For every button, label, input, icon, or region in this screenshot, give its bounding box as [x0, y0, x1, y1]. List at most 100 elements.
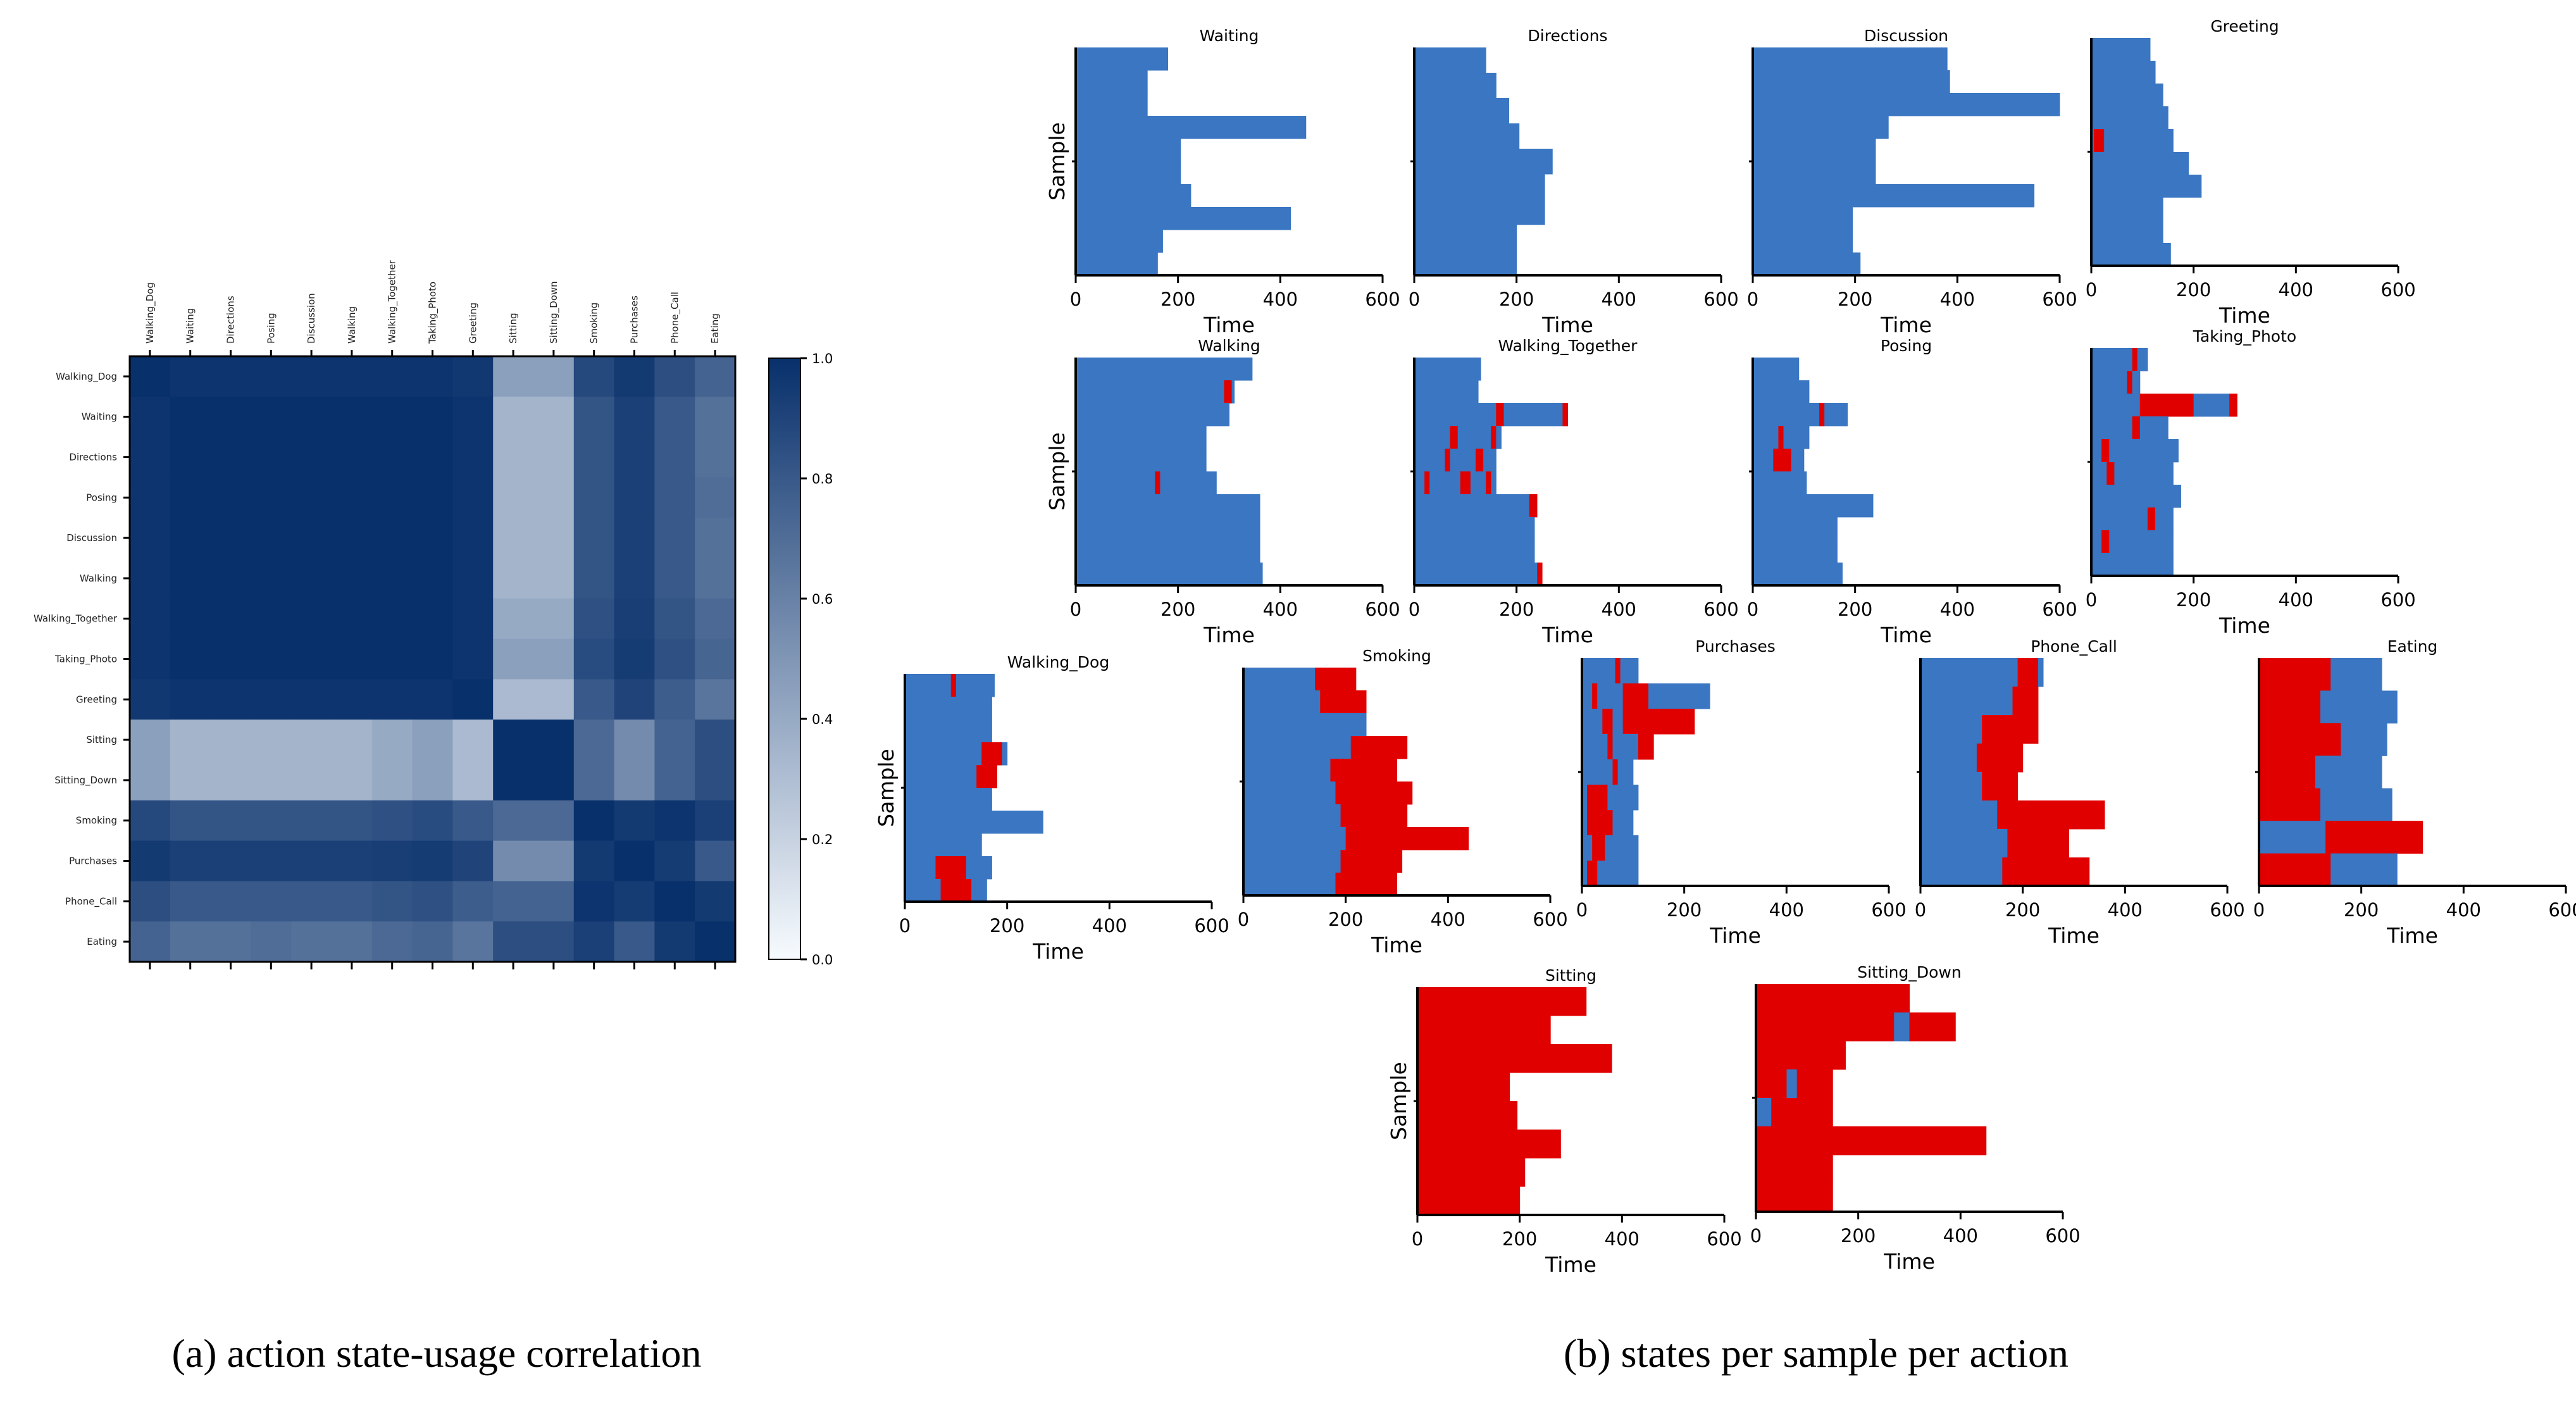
state-segment — [1607, 785, 1639, 811]
heatmap-cell — [695, 840, 736, 881]
state-segment — [1414, 517, 1535, 540]
heatmap-cell — [614, 719, 655, 761]
state-segment — [2002, 857, 2090, 887]
state-segment — [981, 742, 1003, 766]
state-segment — [1894, 1012, 1910, 1042]
panel-x-tick-label: 200 — [2176, 589, 2211, 611]
state-segment — [2320, 690, 2398, 724]
state-segment — [1605, 835, 1639, 861]
heatmap-row-label: Taking_Photo — [54, 654, 117, 666]
state-segment — [1417, 1101, 1518, 1130]
heatmap-cell — [695, 638, 736, 680]
colorbar-bar — [768, 358, 801, 960]
state-segment — [1819, 403, 1825, 427]
heatmap-col-label: Purchases — [629, 296, 640, 344]
heatmap-cell — [695, 356, 736, 397]
state-segment — [905, 788, 992, 811]
heatmap-cell — [371, 518, 413, 559]
state-segment — [1753, 358, 1800, 381]
heatmap-cell — [170, 840, 211, 881]
state-segment — [1345, 827, 1418, 850]
panel-x-tick-label: 0 — [2253, 899, 2265, 921]
heatmap-cell — [533, 477, 575, 518]
state-segment — [1076, 563, 1263, 586]
heatmap-cell — [251, 679, 292, 720]
panel-x-label: Time — [2218, 303, 2270, 328]
state-segment — [1753, 93, 2060, 116]
state-segment — [1417, 1044, 1612, 1073]
state-segment — [2259, 690, 2321, 724]
heatmap-cell — [130, 356, 171, 397]
state-segment — [1320, 690, 1367, 714]
state-segment — [2091, 197, 2163, 221]
heatmap-cell — [614, 840, 655, 881]
heatmap-cell — [412, 518, 453, 559]
state-segment — [2091, 243, 2171, 266]
heatmap-cell — [291, 921, 332, 962]
panel-x-tick-label: 600 — [1703, 289, 1738, 310]
state-segment — [2012, 687, 2039, 716]
state-segment — [1612, 734, 1639, 760]
state-segment — [1414, 123, 1520, 149]
heatmap-cell — [291, 396, 332, 438]
state-segment — [1155, 471, 1160, 495]
state-segment — [1076, 47, 1168, 71]
panel-title: Purchases — [1695, 637, 1776, 656]
state-segment — [2137, 348, 2148, 371]
heatmap-cell — [210, 760, 251, 801]
state-segment — [1476, 449, 1484, 472]
panel-x-tick-label: 200 — [1328, 909, 1363, 930]
heatmap-cell — [614, 558, 655, 599]
state-segment — [2101, 530, 2110, 554]
heatmap-cell — [654, 638, 695, 680]
state-segment — [1753, 426, 1779, 449]
heatmap-cell — [332, 679, 373, 720]
heatmap-cell — [371, 638, 413, 680]
heatmap-cell — [412, 437, 453, 478]
panel-x-tick-label: 400 — [1431, 909, 1465, 930]
heatmap-cell — [210, 518, 251, 559]
panel-title: Directions — [1528, 27, 1608, 45]
state-segment — [1340, 850, 1403, 873]
heatmap-cell — [251, 356, 292, 397]
heatmap-cell — [251, 477, 292, 518]
state-segment — [1622, 683, 1649, 709]
state-segment — [2259, 788, 2321, 821]
heatmap-row-label: Directions — [69, 452, 117, 463]
heatmap-cell — [493, 638, 534, 680]
heatmap-cell — [412, 477, 453, 518]
state-segment — [1587, 861, 1598, 887]
state-segment — [2091, 38, 2151, 61]
heatmap-cell — [614, 679, 655, 720]
state-segment — [1414, 358, 1481, 381]
heatmap-cell — [654, 800, 695, 842]
state-segment — [1638, 734, 1654, 760]
state-segment — [1756, 1098, 1772, 1127]
state-segment — [1076, 426, 1207, 449]
state-segment — [2106, 462, 2115, 485]
heatmap-row-label: Walking — [80, 573, 117, 584]
heatmap-row-label: Greeting — [76, 694, 117, 705]
heatmap-cell — [493, 760, 534, 801]
heatmap-cell — [130, 921, 171, 962]
state-segment — [1076, 93, 1148, 116]
panel-x-tick-label: 400 — [1940, 599, 1975, 620]
state-segment — [1076, 139, 1181, 162]
correlation-heatmap: Walking_DogWalking_DogWaitingWaitingDire… — [34, 259, 737, 969]
heatmap-cell — [130, 518, 171, 559]
heatmap-cell — [654, 719, 695, 761]
heatmap-cell — [251, 558, 292, 599]
heatmap-cell — [654, 477, 695, 518]
state-segment — [1582, 835, 1593, 861]
state-segment — [950, 674, 957, 697]
heatmap-row-label: Sitting — [86, 734, 117, 745]
heatmap-row-label: Walking_Together — [34, 613, 118, 625]
state-segment — [1582, 709, 1603, 735]
state-segment — [1076, 116, 1307, 139]
state-segment — [1920, 829, 2008, 858]
state-segment — [905, 674, 952, 697]
state-segment — [905, 879, 942, 902]
heatmap-cell — [695, 396, 736, 438]
panel-x-tick-label: 0 — [2086, 279, 2097, 301]
